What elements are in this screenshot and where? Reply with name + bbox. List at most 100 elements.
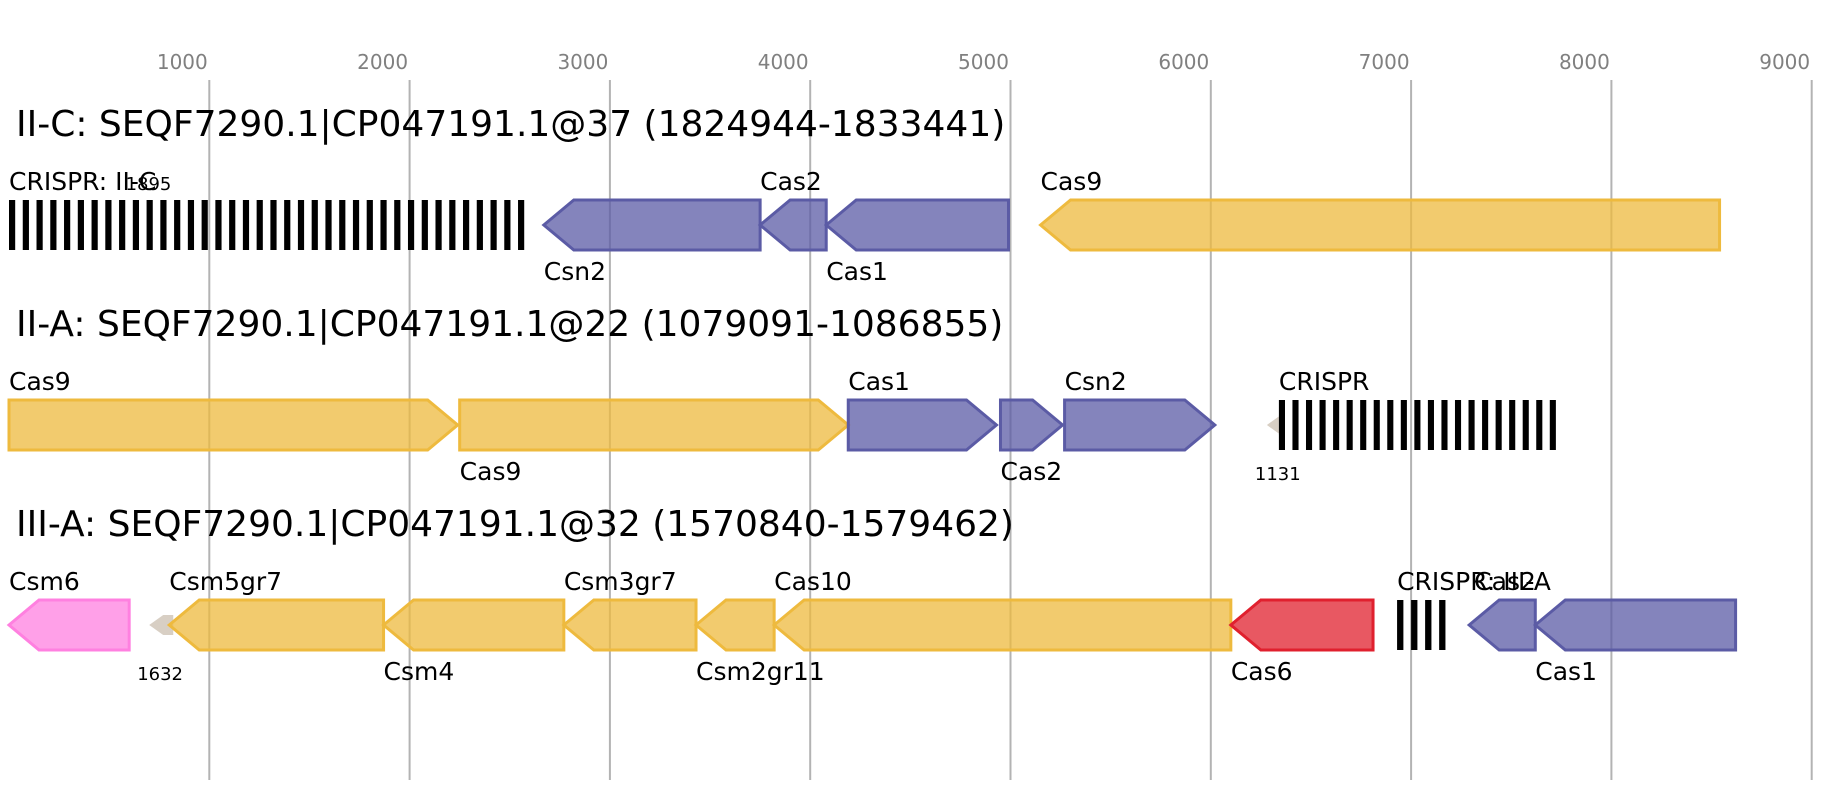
crispr-repeat-bar	[215, 200, 222, 250]
tick-label: 8000	[1559, 50, 1610, 74]
feature-label: Csn2	[544, 257, 606, 286]
feature-label: Csm4	[384, 657, 455, 686]
crispr-repeat-bar	[1305, 400, 1313, 450]
crispr-repeat-bar	[449, 200, 456, 250]
crispr-repeat-bar	[1425, 600, 1432, 650]
tick-label: 9000	[1759, 50, 1810, 74]
feature-label: Cas1	[826, 257, 888, 286]
feature-label: Cas1	[1535, 657, 1597, 686]
crispr-repeat-bar	[1278, 400, 1285, 450]
crispr-repeat-bar	[1509, 400, 1516, 450]
feature-label: Cas9	[460, 457, 522, 486]
tick-label: 6000	[1158, 50, 1209, 74]
track-title: III-A: SEQF7290.1|CP047191.1@32 (1570840…	[16, 504, 1014, 545]
cas9-gene-arrow	[1038, 198, 1722, 252]
crispr-repeat-bar	[160, 200, 167, 250]
feature-label: Cas6	[1231, 657, 1293, 686]
crispr-repeat-bar	[229, 200, 236, 250]
crispr-repeat-bar	[518, 200, 525, 250]
crispr-repeat-bar	[1333, 400, 1340, 450]
feature-label: Csm6	[9, 567, 80, 596]
cas9-gene-arrow	[458, 398, 851, 452]
crispr-repeat-bar	[146, 200, 153, 250]
feature-label: Csn2	[1065, 367, 1127, 396]
crispr-repeat-bar	[1387, 400, 1394, 450]
crispr-repeat-bar	[380, 200, 387, 250]
feature-label: CRISPR: III-A	[1397, 567, 1551, 596]
crispr-repeat-bar	[201, 200, 208, 250]
crispr-repeat-bar	[394, 200, 401, 250]
crispr-repeat-bar	[407, 200, 415, 250]
crispr-repeat-bar	[1549, 400, 1556, 450]
crispr-repeat-bar	[105, 200, 112, 250]
crispr-repeat-bar	[50, 200, 57, 250]
csm3gr7-gene-arrow	[561, 598, 698, 652]
crispr-repeat-bar	[1536, 400, 1543, 450]
crispr-repeat-bar	[22, 200, 29, 250]
cas1-gene-arrow	[823, 198, 1010, 252]
crispr-repeat-bar	[1482, 400, 1489, 450]
crispr-repeat-bar	[325, 200, 332, 250]
crispr-repeat-bar	[1454, 400, 1462, 450]
crispr-repeat-bar	[36, 200, 43, 250]
feature-label: Cas2	[760, 167, 822, 196]
crispr-repeat-bar	[91, 200, 98, 250]
tick-label: 7000	[1359, 50, 1410, 74]
tick-label: 2000	[357, 50, 408, 74]
crispr-repeat-bar	[366, 200, 373, 250]
feature-label: Cas10	[774, 567, 852, 596]
feature-label: Csm3gr7	[564, 567, 677, 596]
track-1: II-C: SEQF7290.1|CP047191.1@37 (1824944-…	[9, 104, 1722, 286]
feature-label: 1895	[126, 174, 172, 195]
csn2-gene-arrow	[541, 198, 762, 252]
crispr-repeat-bar	[339, 200, 346, 250]
crispr-repeat-bar	[476, 200, 483, 250]
feature-label: Cas9	[1041, 167, 1103, 196]
crispr-repeat-bar	[421, 200, 428, 250]
feature-label: 1632	[137, 664, 183, 685]
crispr-repeat-bar	[1346, 400, 1353, 450]
crispr-repeat-bar	[242, 200, 250, 250]
crispr-repeat-bar	[1411, 600, 1418, 650]
csn2-gene-arrow	[1063, 398, 1218, 452]
crispr-repeat-bar	[1414, 400, 1421, 450]
cas1-gene-arrow	[1532, 598, 1738, 652]
tick-label: 3000	[557, 50, 608, 74]
crispr-repeat-bar	[270, 200, 277, 250]
feature-label: Cas9	[9, 367, 71, 396]
cas9-gene-arrow	[7, 398, 461, 452]
crispr-repeat-bar	[311, 200, 318, 250]
crispr-repeat-bar	[119, 200, 126, 250]
crispr-repeat-bar	[77, 200, 84, 250]
track-3: III-A: SEQF7290.1|CP047191.1@32 (1570840…	[6, 504, 1738, 686]
crispr-repeat-bar	[1439, 600, 1446, 650]
tick-label: 5000	[958, 50, 1009, 74]
crispr-repeat-bar	[174, 200, 181, 250]
crispr-repeat-bar	[352, 200, 360, 250]
tick-label: 4000	[758, 50, 809, 74]
feature-label: Cas2	[1474, 567, 1536, 596]
crispr-repeat-bar	[64, 200, 71, 250]
track-title: II-C: SEQF7290.1|CP047191.1@37 (1824944-…	[16, 104, 1005, 145]
crispr-repeat-bar	[1468, 400, 1475, 450]
cas2-gene-arrow	[998, 398, 1065, 452]
crispr-repeat-bar	[1397, 600, 1404, 650]
feature-label: CRISPR: II-C	[9, 167, 156, 196]
crispr-repeat-bar	[256, 200, 263, 250]
feature-label: CRISPR	[1279, 367, 1370, 396]
crispr-repeat-bar	[435, 200, 442, 250]
crispr-repeat-bar	[1360, 400, 1367, 450]
cas1-gene-arrow	[846, 398, 999, 452]
cas2-gene-arrow	[1466, 598, 1537, 652]
crispr-repeat-bar	[284, 200, 291, 250]
crispr-repeat-bar	[132, 200, 140, 250]
feature-label: Csm5gr7	[169, 567, 282, 596]
crispr-repeat-bar	[1319, 400, 1326, 450]
crispr-repeat-bar	[1522, 400, 1529, 450]
csm4-gene-arrow	[381, 598, 566, 652]
crispr-repeat-bar	[1495, 400, 1502, 450]
csm2gr11-gene-arrow	[693, 598, 776, 652]
crispr-repeat-bar	[1400, 400, 1407, 450]
